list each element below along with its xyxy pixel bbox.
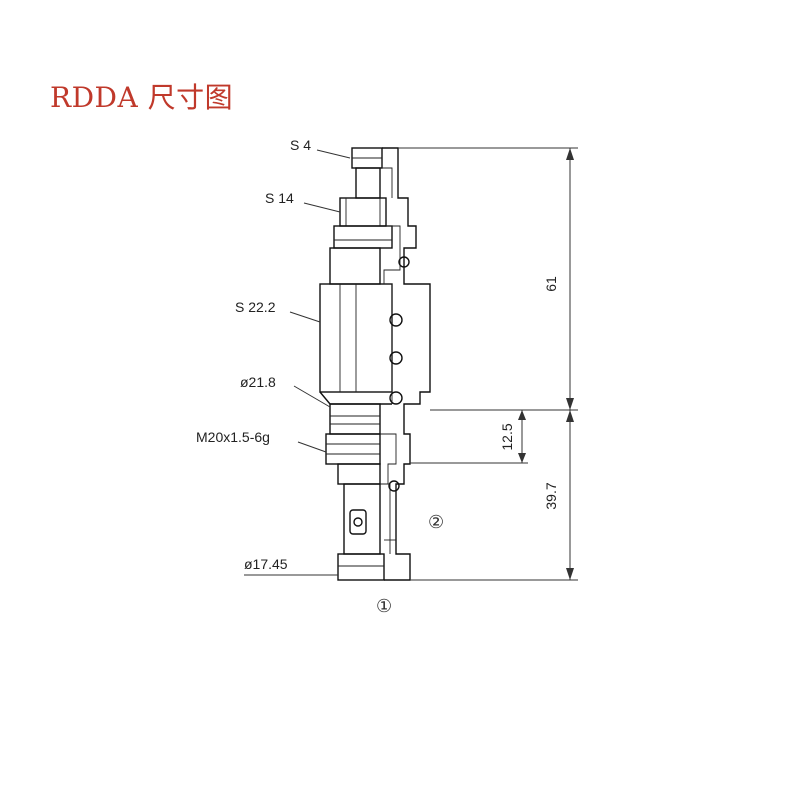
section-outline xyxy=(382,147,431,581)
thread-section xyxy=(325,433,381,465)
cartridge-neck xyxy=(337,463,381,485)
spring-coil xyxy=(389,313,403,327)
dim-total-length: 61 xyxy=(543,276,559,292)
label-d218: ø21.8 xyxy=(240,374,276,390)
cross-port xyxy=(349,509,367,535)
leader-lines xyxy=(244,149,351,576)
label-s14: S 14 xyxy=(265,190,294,206)
label-d1745: ø17.45 xyxy=(244,556,288,572)
port-1-marker: ① xyxy=(376,596,392,617)
label-thread: M20x1.5-6g xyxy=(196,429,270,445)
port-2-marker: ② xyxy=(428,512,444,533)
body-neck xyxy=(333,225,393,249)
dimension-lines xyxy=(398,147,578,581)
nose xyxy=(337,553,385,581)
dim-lower-length: 39.7 xyxy=(543,482,559,509)
dim-port-offset: 12.5 xyxy=(499,423,515,450)
label-s22: S 22.2 xyxy=(235,299,276,315)
adjuster-stem xyxy=(355,167,381,199)
spring-coil xyxy=(389,351,403,365)
upper-body xyxy=(329,247,381,285)
valve-body xyxy=(319,147,431,581)
spring-coil xyxy=(389,391,403,405)
collar xyxy=(329,403,381,435)
seal-ring xyxy=(388,480,400,492)
lock-nut xyxy=(339,197,387,227)
seal-ring xyxy=(398,256,410,268)
page-title: RDDA 尺寸图 xyxy=(50,81,234,114)
label-s4: S 4 xyxy=(290,137,311,153)
